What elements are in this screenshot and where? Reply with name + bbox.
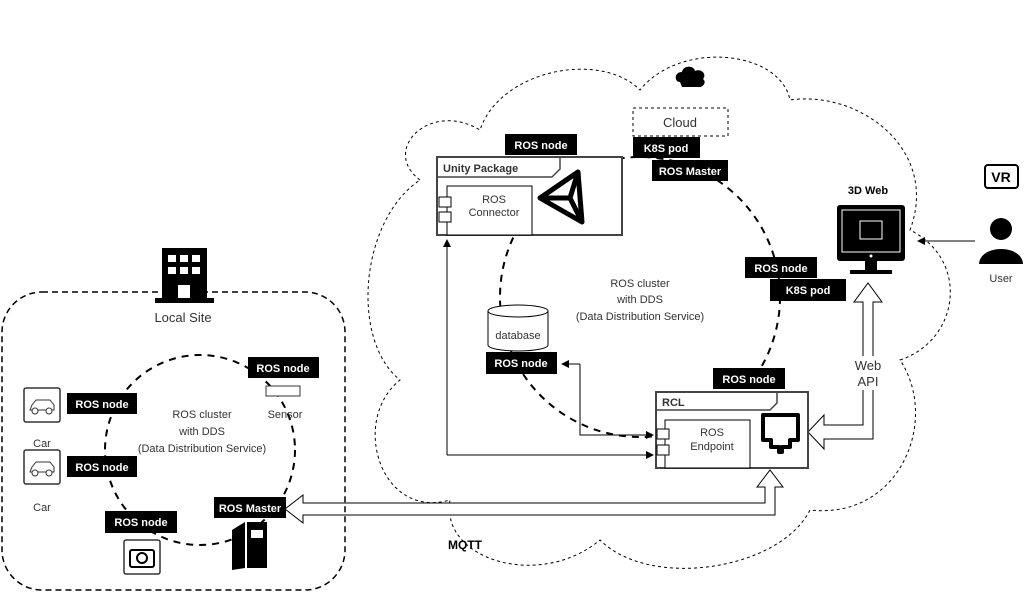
ros-connector-label: ROS: [482, 194, 506, 206]
rcl-package: RCL ROS Endpoint: [655, 391, 809, 469]
sensor-ros-node: ROS node: [256, 363, 309, 375]
monitor-3d-icon: [837, 205, 905, 274]
user-icon: [979, 218, 1023, 264]
cloud-boundary: [367, 56, 951, 569]
mqtt-label: MQTT: [448, 538, 483, 552]
ros-endpoint-label: ROS: [700, 427, 724, 439]
unity-package-title: Unity Package: [443, 163, 518, 175]
cloud-cluster-label: ROS cluster: [610, 278, 670, 290]
web-api-label: API: [858, 374, 879, 389]
cloud-cluster-label: (Data Distribution Service): [576, 311, 704, 323]
sensor-icon: [265, 385, 301, 397]
database-icon: [487, 304, 549, 352]
web-ros-node: ROS node: [754, 263, 807, 275]
web-api-label: Web: [855, 358, 882, 373]
ros-connector-label: Connector: [469, 207, 520, 219]
car1-label: Car: [33, 438, 51, 450]
camera-chip-icon: [123, 539, 161, 575]
vr-badge: VR: [991, 169, 1010, 185]
unity-package: Unity Package ROS Connector: [436, 156, 623, 236]
mqtt-arrow: [284, 469, 785, 525]
local-cluster-label: (Data Distribution Service): [138, 443, 266, 455]
local-site-label: Local Site: [154, 310, 211, 325]
ethernet-port-icon: [761, 413, 800, 454]
web-api-arrow: [807, 282, 883, 451]
database-arrow: [579, 364, 654, 439]
rcl-title: RCL: [662, 397, 685, 409]
car-chip-icon: [23, 387, 61, 423]
building-icon: [155, 248, 214, 303]
user-label: User: [989, 273, 1013, 285]
local-cluster-label: with DDS: [178, 426, 225, 438]
camera-ros-node: ROS node: [114, 517, 167, 529]
web-k8s-pod: K8S pod: [786, 285, 831, 297]
sensor-label: Sensor: [268, 409, 303, 421]
cloud-cluster-label: with DDS: [616, 294, 663, 306]
unity-ros-node: ROS node: [514, 140, 567, 152]
rcl-ros-node: ROS node: [722, 374, 775, 386]
local-ros-cluster: [104, 354, 296, 546]
k8s-pod-label: K8S pod: [644, 143, 689, 155]
cloud-icon: [675, 66, 705, 88]
local-ros-master: ROS Master: [219, 503, 282, 515]
3d-web-label: 3D Web: [848, 185, 888, 197]
car1-ros-node: ROS node: [75, 399, 128, 411]
car2-ros-node: ROS node: [75, 462, 128, 474]
car-chip-icon: [23, 449, 61, 485]
local-site-boundary: [1, 291, 346, 591]
server-icon: [232, 522, 267, 570]
car2-label: Car: [33, 502, 51, 514]
unity-logo-icon: [537, 169, 585, 225]
database-label: database: [495, 330, 540, 342]
local-cluster-label: ROS cluster: [172, 409, 232, 421]
cloud-box: [632, 107, 729, 137]
ros-endpoint-label: Endpoint: [690, 441, 733, 453]
database-ros-node: ROS node: [494, 358, 547, 370]
cloud-label: Cloud: [663, 115, 697, 130]
ros-master-label: ROS Master: [659, 166, 722, 178]
